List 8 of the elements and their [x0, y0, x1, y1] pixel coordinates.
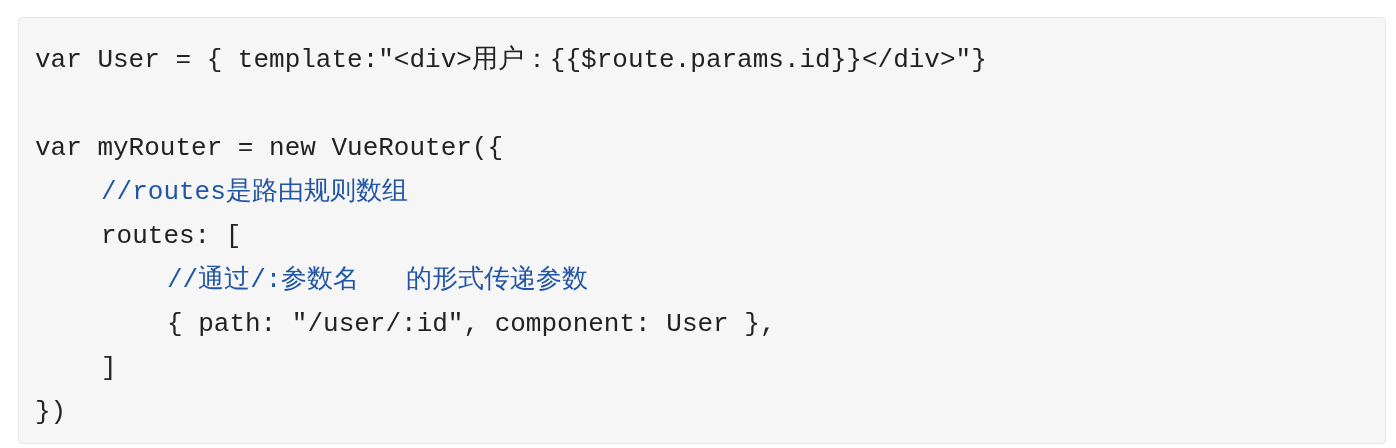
code-line: { path: "/user/:id", component: User }, — [167, 309, 776, 339]
code-line: var myRouter = new VueRouter({ — [35, 133, 504, 163]
code-line: ] — [101, 353, 117, 383]
code-comment: //通过/:参数名 的形式传递参数 — [167, 265, 589, 295]
code-comment: //routes是路由规则数组 — [101, 177, 408, 207]
code-line: var User = { template:"<div>用户：{{$route.params.id}}</div>"} — [35, 45, 987, 75]
code-line: }) — [35, 397, 67, 427]
code-line: routes: [ — [101, 221, 242, 251]
